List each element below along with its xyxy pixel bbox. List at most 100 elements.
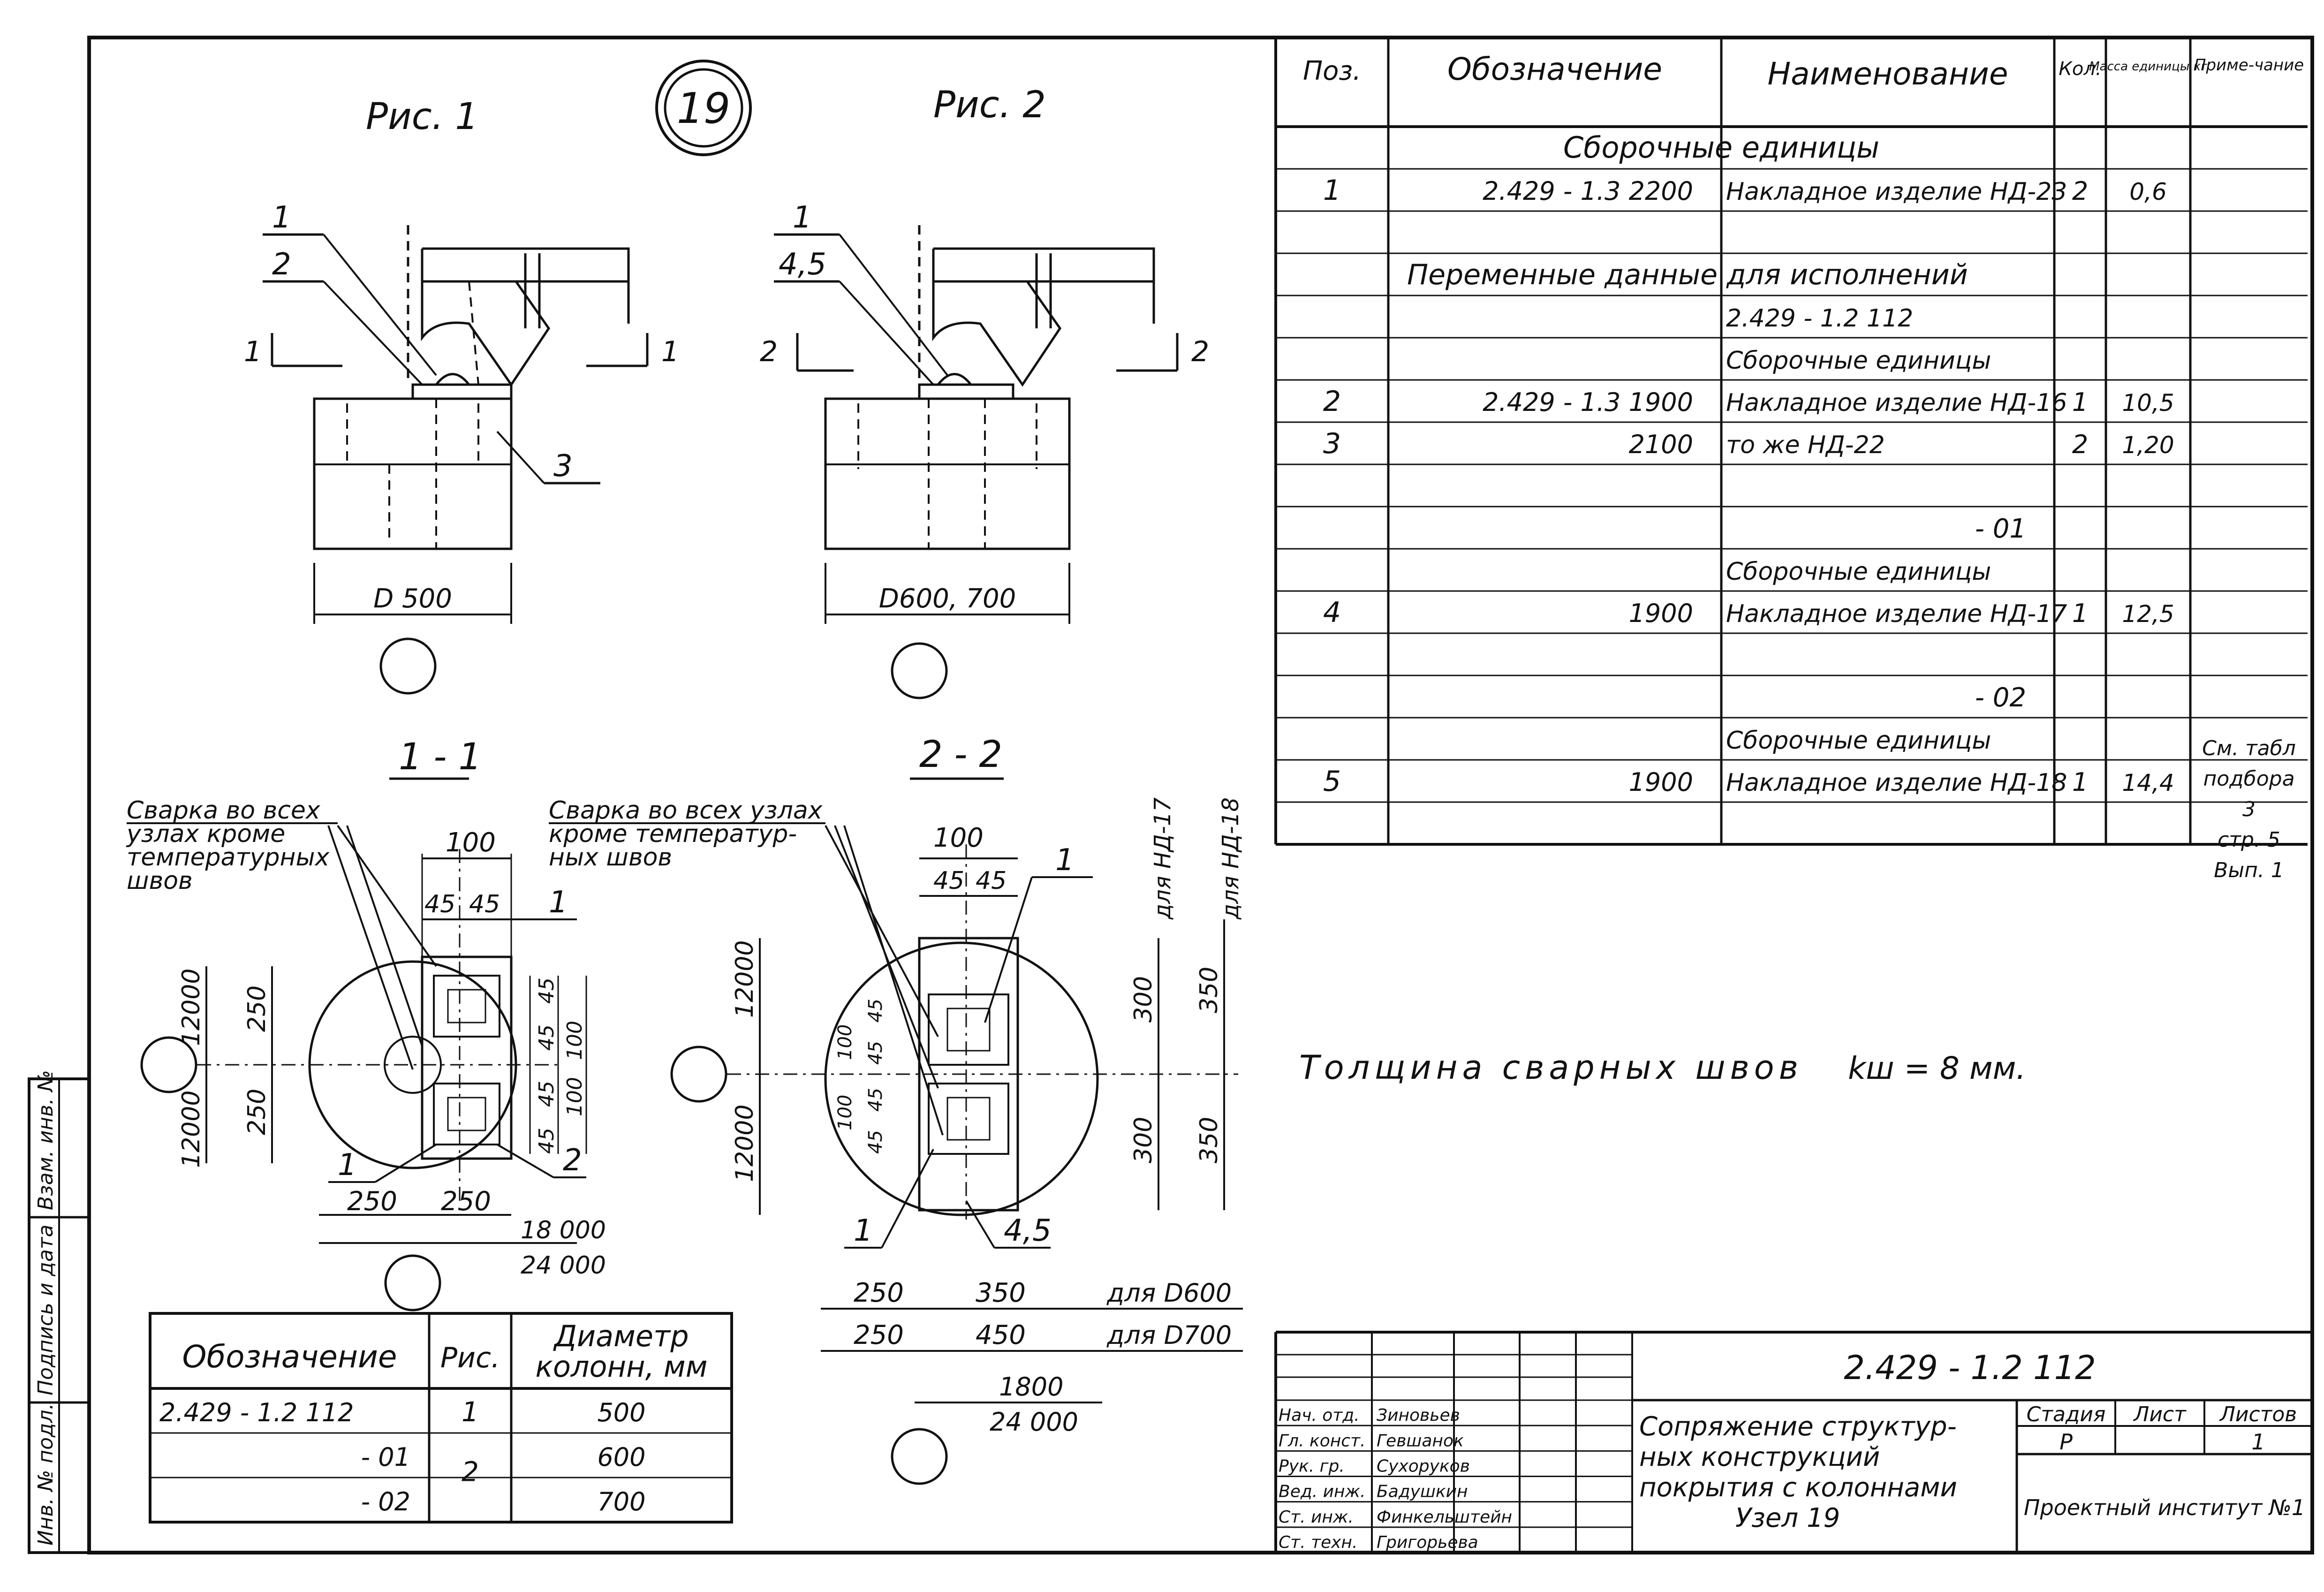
sec22-dim-s100a: 100 — [834, 1024, 856, 1060]
sec11-dim-250b: 250 — [243, 1089, 271, 1135]
fig2-diameter: D600, 700 — [879, 584, 1016, 614]
spec-cell-name: 2.429 - 1.2 112 — [1726, 304, 1913, 333]
spec-cell-mass: 0,6 — [2129, 178, 2167, 205]
spec-cell-qty: 1 — [2072, 387, 2088, 417]
spec-cell-group: Сборочные единицы — [1563, 130, 1879, 165]
sec22-note-1: Сварка во всех узлах — [549, 796, 823, 825]
fig1-callout-2: 2 — [272, 247, 291, 282]
sec11-dim-s100a: 100 — [563, 1021, 587, 1060]
tb-role: Гл. конст. — [1279, 1431, 1365, 1450]
tb-title-line: Узел 19 — [1735, 1503, 1840, 1533]
sec22-dim-24000: 24 000 — [990, 1407, 1078, 1437]
sec11-dim-s45b: 45 — [535, 1024, 559, 1051]
sec11-dim-12000b: 12000 — [177, 1091, 205, 1168]
sec22-dim-b350: 350 — [976, 1278, 1026, 1308]
spec-cell-pos: 3 — [1323, 427, 1341, 460]
spec-cell-designation: 1900 — [1629, 599, 1693, 628]
spec-cell-pos: 5 — [1323, 765, 1341, 798]
variants-cell-designation: - 01 — [361, 1442, 410, 1472]
sec11-dim-45b: 45 — [469, 890, 500, 918]
spec-cell-mass: 1,20 — [2122, 432, 2174, 459]
sec11-note-4: швов — [127, 867, 193, 895]
tb-name: Бадушкин — [1377, 1482, 1468, 1501]
tb-sheet-label: Лист — [2133, 1402, 2187, 1426]
sec22-dim-300b: 300 — [1129, 1117, 1158, 1163]
spec-cell-designation: 2100 — [1629, 430, 1693, 459]
sec22-callout-1b: 1 — [854, 1213, 873, 1248]
spec-header-mass: Масса единицы кг — [2089, 60, 2207, 74]
section-2-2: 2 - 2 Сварка во всех узлах кроме темпера… — [549, 734, 1244, 1485]
sec22-dim-b450: 450 — [976, 1320, 1026, 1350]
spec-cell-name: Накладное изделие НД-23 — [1726, 178, 2067, 206]
sec11-dim-s45d: 45 — [535, 1128, 559, 1154]
fig1-section-right: 1 — [661, 335, 679, 368]
sec11-dim-12000a: 12000 — [177, 969, 205, 1046]
spec-side-note: 3 — [2242, 797, 2256, 821]
tb-title-line: ных конструкций — [1639, 1442, 1880, 1472]
sec11-dim-s100b: 100 — [563, 1077, 587, 1116]
spec-cell-name: Сборочные единицы — [1726, 727, 1991, 755]
spec-cell-variable-data: Переменные данные для исполнений — [1407, 258, 1968, 291]
tb-role: Нач. отд. — [1279, 1406, 1360, 1425]
sec22-dim-b250b: 250 — [854, 1320, 904, 1350]
side-strip: Взам. инв. № Подпись и дата Инв. № подл. — [28, 1070, 91, 1554]
sec22-dim-45b: 45 — [976, 867, 1007, 895]
side-strip-label-2: Подпись и дата — [34, 1225, 58, 1395]
spec-cell-variant: - 02 — [1975, 682, 2026, 713]
figure-1: Рис. 1 1 1 1 2 3 — [244, 96, 679, 695]
fig1-column — [313, 397, 513, 550]
variants-cell-diam: 700 — [597, 1487, 645, 1516]
fig2-axis-bubble — [891, 642, 948, 699]
sec22-callout-1: 1 — [1055, 843, 1075, 878]
fig1-section-left: 1 — [244, 335, 262, 368]
tb-title-line: Сопряжение структур- — [1639, 1411, 1957, 1442]
fig1-title: Рис. 1 — [366, 96, 478, 138]
spec-cell-name: Сборочные единицы — [1726, 347, 1991, 375]
weld-value: kш = 8 мм. — [1848, 1050, 2026, 1086]
variants-cell-designation: 2.429 - 1.2 112 — [159, 1398, 354, 1427]
sec22-dim-s100b: 100 — [834, 1095, 856, 1130]
spec-cell-pos: 4 — [1323, 596, 1341, 629]
sec22-label-nd18: для НД-18 — [1218, 797, 1244, 920]
fig2-column — [824, 397, 1071, 550]
sec11-dim-s45a: 45 — [535, 978, 559, 1004]
sheet-frame — [87, 36, 2314, 1554]
spec-cell-name: Сборочные единицы — [1726, 558, 1991, 586]
spec-cell-mass: 14,4 — [2122, 769, 2174, 796]
sec22-dim-s45b: 45 — [865, 1041, 886, 1065]
sec22-dim-12000a: 12000 — [731, 940, 759, 1018]
sec22-label-d600: для D600 — [1106, 1278, 1232, 1308]
sec22-callout-45: 4,5 — [1004, 1213, 1052, 1248]
sec22-dim-b250a: 250 — [854, 1278, 904, 1308]
sec11-dim-250a: 250 — [243, 986, 271, 1032]
fig2-section-right: 2 — [1191, 335, 1209, 368]
figure-2: Рис. 2 2 2 1 4,5 D600, 700 — [760, 84, 1209, 699]
sec11-callout-1: 1 — [549, 885, 568, 920]
variants-cell-fig-2: 2 — [462, 1456, 479, 1488]
spec-side-note: стр. 5 — [2218, 828, 2280, 852]
spec-side-note: подбора — [2203, 767, 2294, 791]
tb-name: Григорьева — [1377, 1533, 1478, 1552]
sec22-dim-300a: 300 — [1129, 976, 1158, 1023]
sec22-note-2: кроме температур- — [549, 820, 797, 848]
variants-header-fig: Рис. — [440, 1342, 500, 1374]
sec22-title: 2 - 2 — [919, 734, 1002, 776]
fig2-callout-45: 4,5 — [779, 247, 826, 282]
sec22-dim-s45c: 45 — [865, 1088, 886, 1112]
spec-cell-name: Накладное изделие НД-18 — [1726, 769, 2067, 797]
fig2-title: Рис. 2 — [933, 84, 1046, 126]
variants-cell-diam: 500 — [597, 1398, 645, 1427]
tb-role: Ст. техн. — [1279, 1533, 1357, 1552]
sec22-dim-1800: 1800 — [999, 1372, 1063, 1402]
tb-title-line: покрытия с колоннами — [1639, 1472, 1957, 1503]
spec-cell-name: то же НД-22 — [1726, 431, 1885, 459]
sec11-dim-18000: 18 000 — [521, 1216, 606, 1244]
tb-sheets: 1 — [2251, 1429, 2265, 1455]
tb-role: Рук. гр. — [1279, 1457, 1345, 1476]
sec22-dim-45a: 45 — [933, 867, 964, 895]
variants-cell-designation: - 02 — [361, 1487, 410, 1516]
variants-header-diam-unit: колонн, мм — [536, 1349, 708, 1384]
side-strip-label-3: Инв. № подл. — [34, 1403, 58, 1546]
